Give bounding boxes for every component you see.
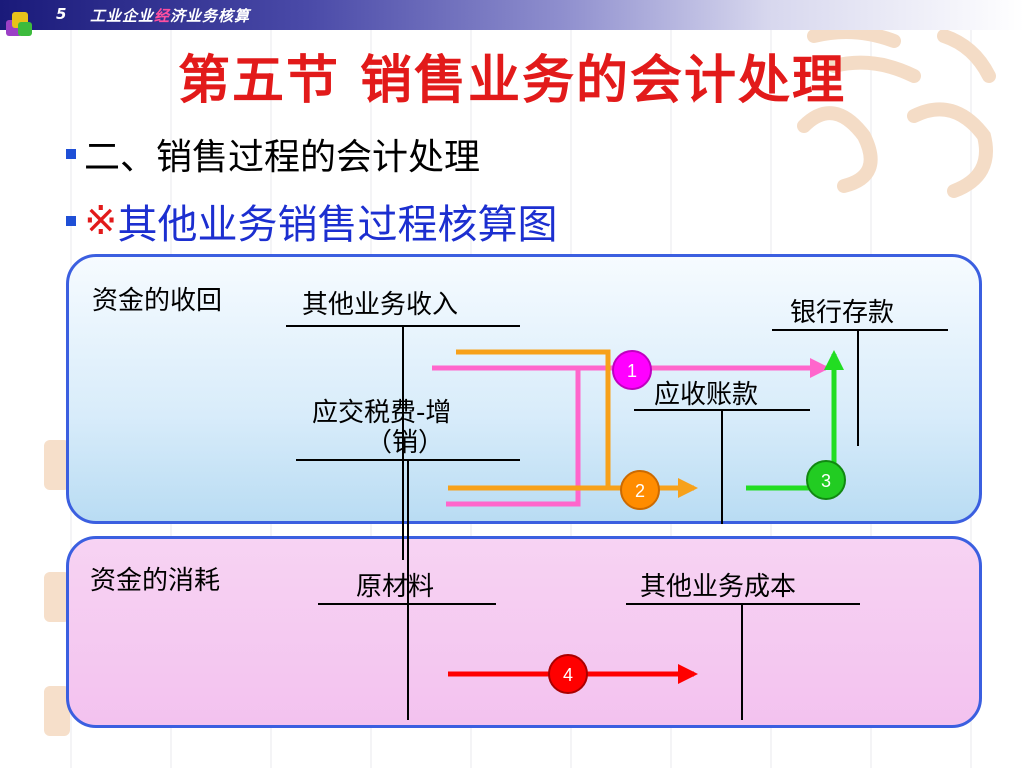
bullet-text: 其他业务销售过程核算图 <box>117 202 558 248</box>
svg-text:3: 3 <box>821 471 831 491</box>
header-bar: 5 工业企业经济业务核算 <box>0 0 1024 30</box>
bullet-item: 二、销售过程的会计处理 <box>66 128 480 180</box>
watermark-seal-small <box>44 572 70 622</box>
fund-recovery-label: 资金的收回 <box>92 286 223 316</box>
step-3-badge: 3 <box>806 460 846 500</box>
bullet-item: ※ 其他业务销售过程核算图 <box>66 192 558 250</box>
fund-consumption-label: 资金的消耗 <box>90 566 221 596</box>
bullet-icon <box>66 149 76 159</box>
logo-cubes-icon <box>6 12 32 36</box>
slide-number: 5 <box>56 5 67 23</box>
svg-text:4: 4 <box>563 665 573 685</box>
watermark-seal <box>797 25 996 198</box>
account-other-business-cost: 其他业务成本 <box>640 572 797 602</box>
page-title: 第五节 销售业务的会计处理 <box>177 50 847 111</box>
account-raw-materials: 原材料 <box>356 572 435 602</box>
course-title: 工业企业经济业务核算 <box>90 7 251 25</box>
bullet-text: 二、销售过程的会计处理 <box>84 137 481 178</box>
svg-text:2: 2 <box>635 481 645 501</box>
account-accounts-receivable: 应收账款 <box>654 380 759 410</box>
svg-text:1: 1 <box>627 361 637 381</box>
account-bank-deposit: 银行存款 <box>790 298 895 328</box>
fund-consumption-panel <box>66 536 982 728</box>
flow-line-pink <box>432 365 581 507</box>
step-1-badge: 1 <box>612 350 652 390</box>
account-other-business-income: 其他业务收入 <box>302 290 459 320</box>
bullet-icon <box>66 216 76 226</box>
watermark-seal-small <box>44 686 70 736</box>
reference-mark: ※ <box>84 198 118 244</box>
flow-line-orange <box>448 349 611 491</box>
account-tax-payable-sub: （销） <box>366 428 445 458</box>
account-tax-payable: 应交税费-增 <box>312 398 452 428</box>
step-4-badge: 4 <box>548 654 588 694</box>
step-2-badge: 2 <box>620 470 660 510</box>
watermark-seal-small <box>44 440 70 490</box>
